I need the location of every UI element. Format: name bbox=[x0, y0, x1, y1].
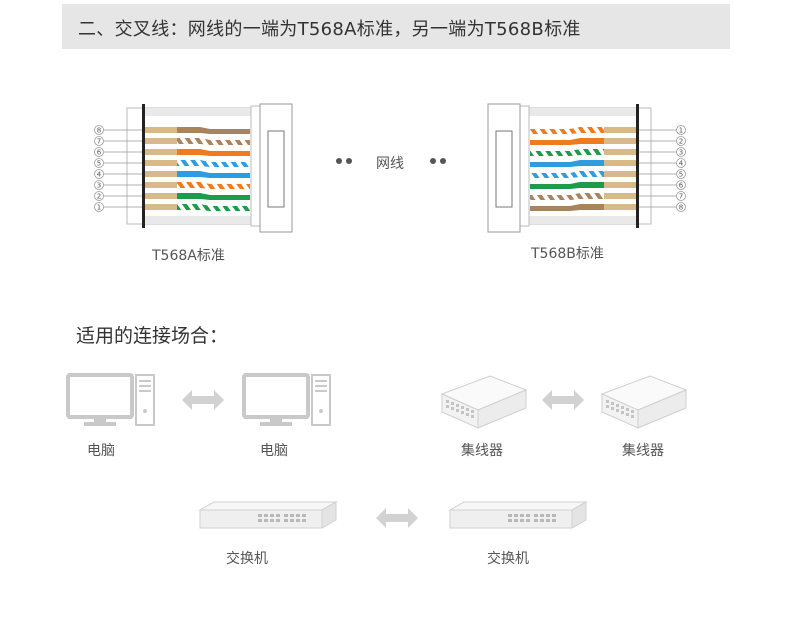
pin-marker bbox=[94, 191, 104, 201]
pin-contact bbox=[604, 204, 636, 210]
pin-contact bbox=[604, 193, 636, 199]
pin-marker bbox=[676, 169, 686, 179]
wire-6 bbox=[530, 182, 604, 189]
pin-marker bbox=[676, 191, 686, 201]
pin-contact bbox=[604, 171, 636, 177]
pin-number: 1 bbox=[97, 204, 101, 212]
wire-5 bbox=[177, 171, 250, 178]
switch-icon-right bbox=[448, 501, 588, 529]
pin-contact bbox=[145, 149, 177, 155]
switch-label-right: 交换机 bbox=[487, 551, 529, 567]
cable-dots-left bbox=[336, 158, 356, 166]
wire-4 bbox=[530, 160, 604, 167]
t568a-label: T568A标准 bbox=[152, 248, 225, 264]
pin-marker bbox=[94, 202, 104, 212]
left-connector: 8 7 6 5 4 3 2 1 bbox=[94, 103, 293, 233]
wire-5 bbox=[530, 171, 604, 178]
wire-8 bbox=[530, 204, 604, 211]
wire-6 bbox=[177, 182, 250, 189]
pin-contact bbox=[145, 204, 177, 210]
wire-8 bbox=[177, 204, 250, 211]
pin-number: 4 bbox=[97, 171, 102, 179]
pin-number: 3 bbox=[97, 182, 101, 190]
pin-marker bbox=[676, 147, 686, 157]
hub-label-left: 集线器 bbox=[461, 443, 503, 459]
cable-label: 网线 bbox=[376, 156, 404, 172]
pin-marker bbox=[676, 202, 686, 212]
double-arrow-icon bbox=[182, 390, 224, 410]
pin-contact bbox=[604, 182, 636, 188]
double-arrow-icon bbox=[542, 390, 584, 410]
pin-number: 7 bbox=[679, 193, 683, 201]
switch-label-left: 交换机 bbox=[226, 551, 268, 567]
pin-number: 6 bbox=[679, 182, 684, 190]
pin-marker bbox=[94, 180, 104, 190]
wire-3 bbox=[530, 149, 604, 156]
pin-contact bbox=[604, 160, 636, 166]
hub-icon-right bbox=[600, 375, 688, 429]
pin-number: 8 bbox=[679, 204, 683, 212]
wire-3 bbox=[177, 149, 250, 156]
pin-contact bbox=[604, 138, 636, 144]
pin-contact bbox=[145, 182, 177, 188]
pin-marker bbox=[94, 158, 104, 168]
pin-contact bbox=[145, 127, 177, 133]
pin-contact bbox=[604, 149, 636, 155]
switch-icon-left bbox=[198, 501, 338, 529]
hub-icon-left bbox=[440, 375, 528, 429]
pin-contact bbox=[145, 138, 177, 144]
wire-1 bbox=[530, 127, 604, 134]
pin-contact bbox=[145, 171, 177, 177]
page-title: 二、交叉线：网线的一端为T568A标准，另一端为T568B标准 bbox=[78, 19, 581, 40]
pin-marker bbox=[676, 180, 686, 190]
pin-number: 2 bbox=[97, 193, 101, 201]
pin-marker bbox=[94, 169, 104, 179]
wire-2 bbox=[530, 138, 604, 145]
pin-number: 2 bbox=[679, 138, 683, 146]
cable-dots-right bbox=[430, 158, 450, 166]
pin-number: 4 bbox=[679, 160, 684, 168]
right-connector: 1 2 3 4 5 6 7 8 bbox=[487, 103, 686, 233]
t568b-label: T568B标准 bbox=[531, 246, 604, 262]
pin-contact bbox=[145, 160, 177, 166]
pin-number: 5 bbox=[679, 171, 683, 179]
pin-marker bbox=[94, 136, 104, 146]
pin-contact bbox=[604, 127, 636, 133]
pin-number: 5 bbox=[97, 160, 101, 168]
pin-marker bbox=[676, 136, 686, 146]
pin-number: 8 bbox=[97, 127, 101, 135]
pin-number: 7 bbox=[97, 138, 101, 146]
header-bar: 二、交叉线：网线的一端为T568A标准，另一端为T568B标准 bbox=[62, 4, 730, 49]
computer-label-right: 电脑 bbox=[260, 443, 288, 459]
wire-1 bbox=[177, 127, 250, 134]
pin-number: 6 bbox=[97, 149, 102, 157]
pin-number: 1 bbox=[679, 127, 683, 135]
usage-title: 适用的连接场合： bbox=[76, 325, 229, 347]
pin-number: 3 bbox=[679, 149, 683, 157]
wire-2 bbox=[177, 138, 250, 145]
pin-marker bbox=[94, 147, 104, 157]
computer-label-left: 电脑 bbox=[87, 443, 115, 459]
wire-4 bbox=[177, 160, 250, 167]
wire-7 bbox=[177, 193, 250, 200]
pin-marker bbox=[94, 125, 104, 135]
hub-label-right: 集线器 bbox=[622, 443, 664, 459]
pin-marker bbox=[676, 158, 686, 168]
double-arrow-icon bbox=[376, 508, 418, 528]
computer-icon-right bbox=[242, 373, 331, 426]
computer-icon-left bbox=[66, 373, 155, 426]
pin-marker bbox=[676, 125, 686, 135]
pin-contact bbox=[145, 193, 177, 199]
wire-7 bbox=[530, 193, 604, 200]
